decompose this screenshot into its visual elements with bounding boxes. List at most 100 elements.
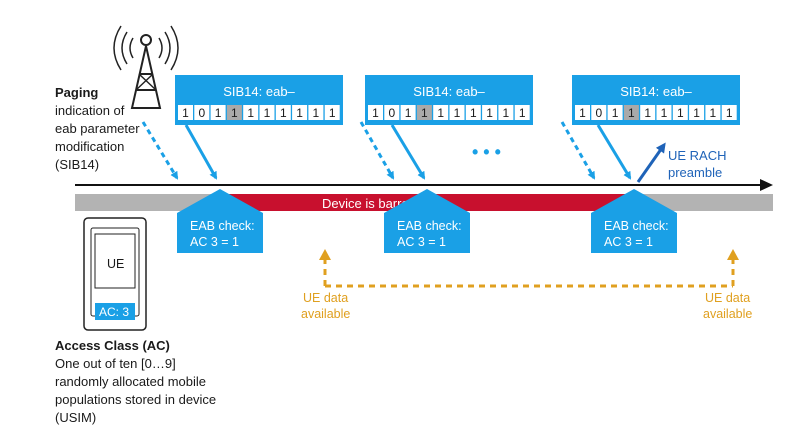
sib14-bit: 1 (372, 106, 379, 120)
sib14-bit: 1 (215, 106, 222, 120)
access-class-line: populations stored in device (55, 392, 216, 407)
sib14-bit-cell (194, 105, 210, 120)
sib14-bit-cell (575, 105, 590, 120)
sib14-bit: 0 (388, 106, 395, 120)
sib14-bit-cell (210, 105, 226, 120)
sib14-bit: 1 (296, 106, 303, 120)
sib14-bit-cell (607, 105, 623, 120)
sib14-bit: 1 (280, 106, 287, 120)
sib-arrow (184, 124, 218, 180)
sib14-bit-cell (656, 105, 672, 120)
sib14-bit-cell (591, 105, 607, 120)
sib14-bit: 1 (437, 106, 444, 120)
sib14-bit-cell (308, 105, 324, 120)
sib14-bit-cell (640, 105, 656, 120)
sib14-bit-cell (275, 105, 291, 120)
paging-line: eab parameter (55, 121, 140, 136)
ue-data-label: UE data (303, 291, 348, 305)
antenna-tower-icon (113, 25, 179, 109)
sib14-bit-cell (226, 105, 242, 120)
sib14-bit-cell (482, 105, 498, 120)
rach-label-line2: preamble (668, 165, 722, 180)
sib14-bit: 1 (182, 106, 189, 120)
eab-check: EAB check: AC 3 = 1 (384, 189, 470, 253)
sib14-bit: 1 (644, 106, 651, 120)
sib14-bit: 1 (486, 106, 493, 120)
ue-data-label: UE data (705, 291, 750, 305)
paging-line: modification (55, 139, 124, 154)
sib14-title: SIB14: eab– (620, 84, 692, 99)
sib14-bit: 1 (329, 106, 336, 120)
sib14-bit-cell (400, 105, 416, 120)
sib14-bit-cell (433, 105, 449, 120)
sib14-bit-cell (705, 105, 721, 120)
eab-check-line2: AC 3 = 1 (190, 235, 239, 249)
sib14-bit: 1 (693, 106, 700, 120)
ellipsis: • • • (472, 142, 501, 162)
sib14-bit-cell (368, 105, 383, 120)
ue-data-label: available (703, 307, 752, 321)
eab-check-line2: AC 3 = 1 (397, 235, 446, 249)
eab-check-line2: AC 3 = 1 (604, 235, 653, 249)
sib14-bit: 1 (264, 106, 271, 120)
sib14-bit: 1 (519, 106, 526, 120)
eab-check-line1: EAB check: (397, 219, 462, 233)
sib14-bit-cell (416, 105, 432, 120)
sib14-bit-cell (324, 105, 340, 120)
sib-arrow (390, 124, 426, 180)
sib14-title: SIB14: eab– (223, 84, 295, 99)
sib14-bit: 1 (677, 106, 684, 120)
sib14-bit-cell (292, 105, 308, 120)
sib14-bit-cell (259, 105, 275, 120)
paging-arrow (141, 121, 179, 180)
eab-check: EAB check: AC 3 = 1 (591, 189, 677, 253)
device-ac-label: AC: 3 (99, 305, 129, 319)
sib14-bit-cell (465, 105, 481, 120)
sib14-bit: 0 (595, 106, 602, 120)
sib14-bit-cell (689, 105, 705, 120)
ue-data-label: available (301, 307, 350, 321)
sib14-bit: 1 (421, 106, 428, 120)
timeline-arrowhead (760, 179, 773, 191)
paging-title: Paging (55, 85, 98, 100)
device-label: UE (107, 257, 124, 271)
paging-arrow (560, 121, 596, 180)
sib14-bit-cell (498, 105, 514, 120)
sib14-title: SIB14: eab– (413, 84, 485, 99)
sib14-bit-cell (449, 105, 465, 120)
sib14-bit: 1 (661, 106, 668, 120)
sib14-bit: 1 (470, 106, 477, 120)
sib14-bit: 1 (231, 106, 238, 120)
sib14-bit: 1 (579, 106, 586, 120)
paging-line: (SIB14) (55, 157, 99, 172)
eab-check-line1: EAB check: (604, 219, 669, 233)
sib14-bit: 1 (726, 106, 733, 120)
rach-arrow (636, 142, 666, 183)
sib14-bit-cell (243, 105, 259, 120)
mobile-phone-icon (83, 217, 147, 331)
sib14-bit: 1 (612, 106, 619, 120)
sib14-bit: 1 (247, 106, 254, 120)
access-class-title: Access Class (AC) (55, 338, 170, 353)
rach-label-line1: UE RACH (668, 148, 727, 163)
sib14-bit-cell (623, 105, 639, 120)
eab-check-line1: EAB check: (190, 219, 255, 233)
eab-check: EAB check: AC 3 = 1 (177, 189, 263, 253)
access-class-line: randomly allocated mobile (55, 374, 206, 389)
sib14-bit-cell (384, 105, 400, 120)
paging-line: indication of (55, 103, 125, 118)
sib14-bit-cell (514, 105, 530, 120)
barred-label: Device is barred (322, 196, 416, 211)
sib14-bit: 1 (313, 106, 320, 120)
sib14-bit-cell (672, 105, 688, 120)
sib14-bit-cell (721, 105, 737, 120)
sib14-bit: 1 (454, 106, 461, 120)
sib14-bit: 1 (503, 106, 510, 120)
sib14-bit: 1 (710, 106, 717, 120)
sib14-bit: 1 (405, 106, 412, 120)
sib-arrow (596, 124, 632, 180)
access-class-line: (USIM) (55, 410, 96, 425)
